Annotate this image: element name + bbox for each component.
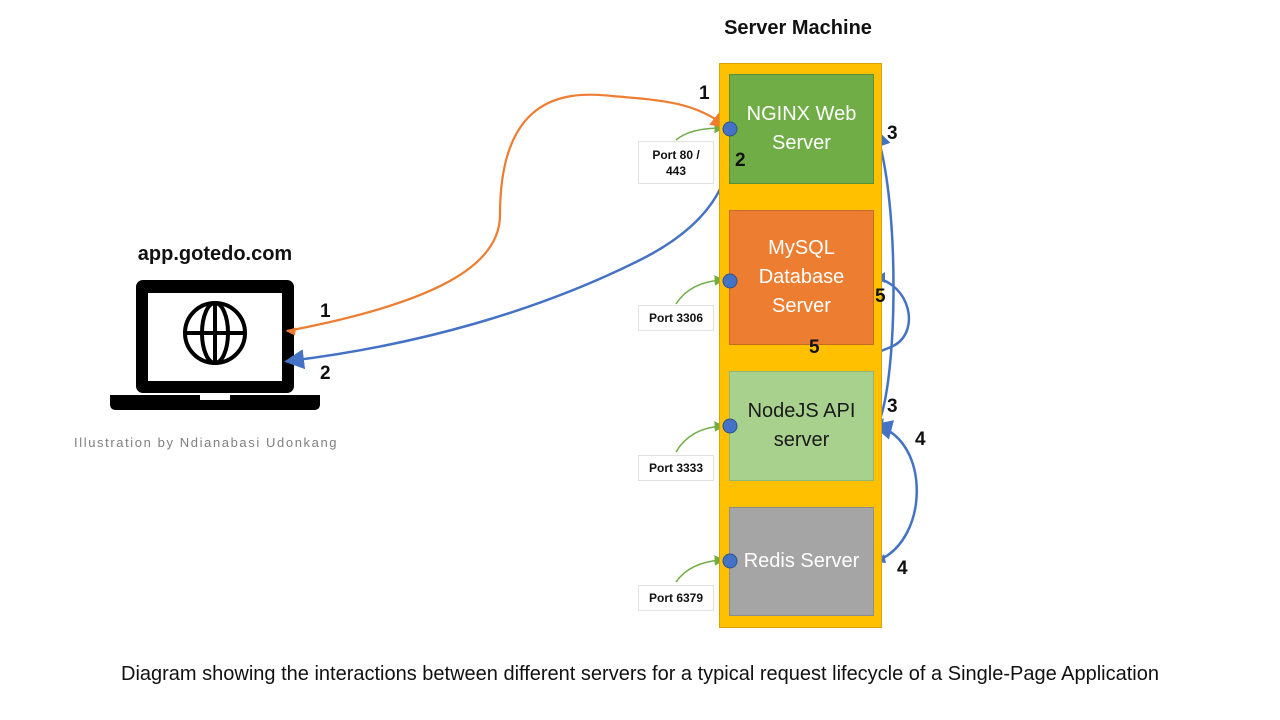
step-label-1-nginx: 1: [699, 83, 710, 104]
port-dot-icon: [722, 418, 738, 434]
port-label-mysql: Port 3306: [638, 305, 714, 331]
step-label-5-node: 5: [809, 337, 820, 358]
illustration-credit: Illustration by Ndianabasi Udonkang: [74, 435, 339, 450]
step-label-1-client: 1: [320, 301, 331, 322]
step-label-2-nginx: 2: [735, 150, 746, 171]
port-label-redis: Port 6379: [638, 585, 714, 611]
step-label-4-node: 4: [915, 429, 926, 450]
request-arrow-step1: [286, 93, 729, 333]
nginx-server-box: NGINX Web Server: [729, 74, 874, 184]
redis-server-box: Redis Server: [729, 507, 874, 616]
port-label-nginx: Port 80 / 443: [638, 141, 714, 184]
diagram-caption: Diagram showing the interactions between…: [121, 663, 1159, 685]
step-label-3-node: 3: [887, 396, 898, 417]
step-label-3-nginx: 3: [887, 123, 898, 144]
mysql-server-box: MySQL Database Server: [729, 210, 874, 345]
port-dot-icon: [722, 121, 738, 137]
server-machine-title: Server Machine: [724, 17, 872, 39]
port-dot-icon: [722, 273, 738, 289]
nodejs-server-box: NodeJS API server: [729, 371, 874, 481]
step-label-4-redis: 4: [897, 558, 908, 579]
laptop-globe-icon: [110, 280, 320, 410]
port-dot-icon: [722, 553, 738, 569]
step-label-5-mysql: 5: [875, 286, 886, 307]
arrow-step4: [872, 420, 918, 563]
client-domain-label: app.gotedo.com: [137, 243, 293, 265]
port-label-node: Port 3333: [638, 455, 714, 481]
step-label-2-client: 2: [320, 363, 331, 384]
